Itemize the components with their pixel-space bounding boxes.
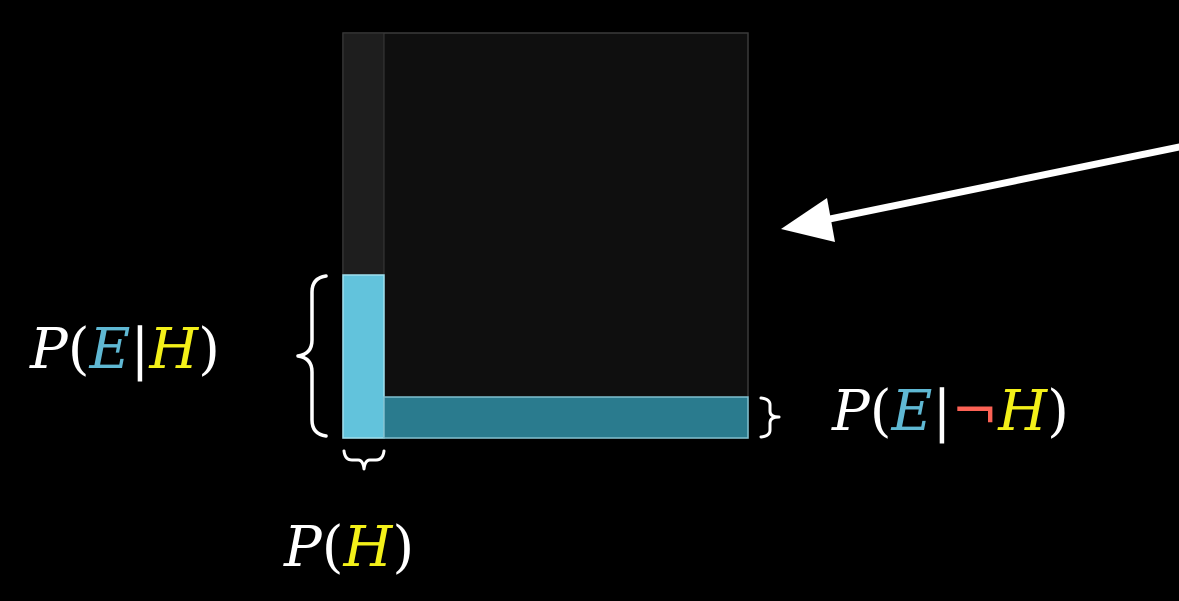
p-symbol: P (30, 317, 68, 382)
right-curly-brace-icon (759, 396, 781, 439)
close-paren: ) (198, 317, 221, 382)
h-symbol: H (343, 515, 393, 580)
open-paren: ( (321, 515, 344, 580)
close-paren: ) (1047, 379, 1069, 444)
e-symbol: E (89, 317, 131, 382)
label-p-e-given-not-h: P(E|¬H) (832, 384, 1069, 440)
bottom-curly-brace-icon (342, 449, 386, 471)
left-curly-brace-icon (296, 274, 328, 438)
h-symbol: H (149, 317, 199, 382)
given-bar: | (130, 317, 150, 382)
p-symbol: P (832, 379, 870, 444)
h-symbol: H (998, 379, 1048, 444)
e-given-h-region (342, 274, 385, 439)
e-symbol: E (891, 379, 933, 444)
p-symbol: P (284, 515, 322, 580)
sample-space-square (342, 32, 749, 439)
open-paren: ( (67, 317, 90, 382)
arrow-shaft (816, 143, 1179, 225)
e-given-not-h-region (383, 396, 749, 439)
label-p-h: P(H) (284, 520, 414, 576)
not-symbol: ¬ (951, 379, 999, 444)
label-p-e-given-h: P(E|H) (30, 322, 220, 378)
arrow-left-icon (781, 198, 835, 242)
close-paren: ) (392, 515, 415, 580)
open-paren: ( (869, 379, 892, 444)
given-bar: | (932, 379, 952, 444)
